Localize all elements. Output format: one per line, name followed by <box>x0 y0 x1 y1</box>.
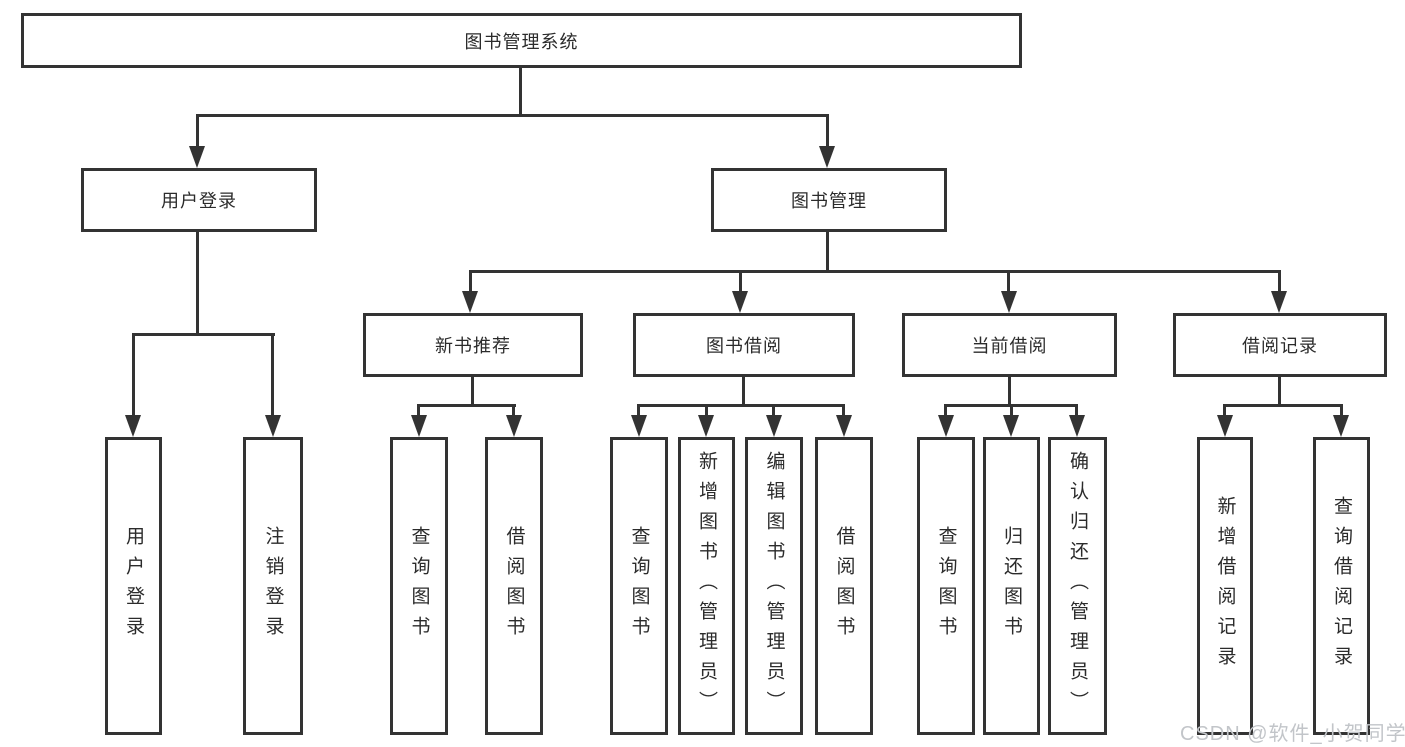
connector-line <box>417 404 420 419</box>
connector-line <box>742 377 745 407</box>
node-book-borrow-label: 图书借阅 <box>706 336 782 356</box>
leaf-cb-confirm-return-box: 确认归还（管理员） <box>1048 437 1107 735</box>
arrowhead-down-icon <box>732 291 748 313</box>
arrowhead-down-icon <box>506 415 522 437</box>
leaf-bb-edit-books-box: 编辑图书（管理员） <box>745 437 803 735</box>
arrowhead-down-icon <box>1217 415 1233 437</box>
leaf-user-login-box: 用户登录 <box>105 437 162 735</box>
leaf-rec-borrow-books-box: 借阅图书 <box>485 437 543 735</box>
node-user-login-label: 用户登录 <box>161 191 237 211</box>
leaf-bb-borrow-books-box: 借阅图书 <box>815 437 873 735</box>
arrowhead-down-icon <box>1271 291 1287 313</box>
connector-line <box>826 232 829 273</box>
node-book-management-box: 图书管理 <box>711 168 947 232</box>
leaf-cb-confirm-return-label: 确认归还（管理员） <box>1067 451 1088 721</box>
leaf-cb-return-books-label: 归还图书 <box>1001 526 1022 646</box>
connector-line <box>1278 270 1281 294</box>
arrowhead-down-icon <box>1003 415 1019 437</box>
connector-line <box>637 404 640 419</box>
connector-line <box>1010 404 1013 419</box>
leaf-br-add-record-box: 新增借阅记录 <box>1197 437 1253 735</box>
arrowhead-down-icon <box>411 415 427 437</box>
arrowhead-down-icon <box>698 415 714 437</box>
leaf-bb-borrow-books-label: 借阅图书 <box>833 526 855 646</box>
connector-line <box>705 404 708 419</box>
connector-line <box>944 404 947 419</box>
connector-rail <box>469 270 1281 273</box>
connector-rail <box>196 114 829 117</box>
node-borrow-records-label: 借阅记录 <box>1242 336 1318 356</box>
connector-line <box>842 404 845 419</box>
connector-line <box>519 68 522 117</box>
connector-rail <box>1223 404 1341 407</box>
connector-line <box>826 114 829 150</box>
node-user-login-box: 用户登录 <box>81 168 317 232</box>
connector-rail <box>417 404 516 407</box>
connector-line <box>512 404 515 419</box>
node-new-book-recommend-box: 新书推荐 <box>363 313 583 377</box>
leaf-rec-borrow-books-label: 借阅图书 <box>503 526 525 646</box>
connector-line <box>1340 404 1343 419</box>
leaf-br-add-record-label: 新增借阅记录 <box>1214 496 1236 676</box>
leaf-bb-add-books-label: 新增图书（管理员） <box>696 451 717 721</box>
connector-line <box>1007 270 1010 294</box>
node-current-borrow-box: 当前借阅 <box>902 313 1117 377</box>
leaf-cb-return-books-box: 归还图书 <box>983 437 1040 735</box>
node-root-box: 图书管理系统 <box>21 13 1022 68</box>
watermark: CSDN @软件_小贺同学 <box>1180 723 1405 745</box>
connector-line <box>1223 404 1226 419</box>
leaf-bb-query-books-box: 查询图书 <box>610 437 668 735</box>
arrowhead-down-icon <box>1333 415 1349 437</box>
arrowhead-down-icon <box>189 146 205 168</box>
connector-line <box>271 333 274 419</box>
leaf-logout-box: 注销登录 <box>243 437 303 735</box>
leaf-br-query-record-label: 查询借阅记录 <box>1331 496 1352 676</box>
connector-line <box>1278 377 1281 407</box>
connector-line <box>196 114 199 150</box>
node-new-book-recommend-label: 新书推荐 <box>435 336 511 356</box>
arrowhead-down-icon <box>265 415 281 437</box>
arrowhead-down-icon <box>766 415 782 437</box>
arrowhead-down-icon <box>819 146 835 168</box>
arrowhead-down-icon <box>125 415 141 437</box>
connector-line <box>132 333 135 419</box>
leaf-bb-add-books-box: 新增图书（管理员） <box>678 437 735 735</box>
connector-line <box>196 232 199 336</box>
connector-line <box>772 404 775 419</box>
connector-line <box>471 377 474 407</box>
connector-rail <box>132 333 275 336</box>
leaf-cb-query-books-label: 查询图书 <box>935 526 957 646</box>
connector-line <box>739 270 742 294</box>
leaf-rec-query-books-box: 查询图书 <box>390 437 448 735</box>
arrowhead-down-icon <box>938 415 954 437</box>
node-book-management-label: 图书管理 <box>791 191 867 211</box>
leaf-br-query-record-box: 查询借阅记录 <box>1313 437 1370 735</box>
connector-line <box>1008 377 1011 407</box>
node-current-borrow-label: 当前借阅 <box>971 336 1048 356</box>
connector-rail <box>637 404 845 407</box>
connector-line <box>469 270 472 294</box>
arrowhead-down-icon <box>836 415 852 437</box>
arrowhead-down-icon <box>1001 291 1017 313</box>
leaf-logout-label: 注销登录 <box>262 526 284 646</box>
leaf-user-login-label: 用户登录 <box>123 526 144 646</box>
leaf-bb-query-books-label: 查询图书 <box>628 526 650 646</box>
leaf-bb-edit-books-label: 编辑图书（管理员） <box>763 451 785 721</box>
connector-line <box>1075 404 1078 419</box>
leaf-cb-query-books-box: 查询图书 <box>917 437 975 735</box>
arrowhead-down-icon <box>1069 415 1085 437</box>
arrowhead-down-icon <box>631 415 647 437</box>
node-root-label: 图书管理系统 <box>464 31 579 52</box>
node-book-borrow-box: 图书借阅 <box>633 313 855 377</box>
leaf-rec-query-books-label: 查询图书 <box>408 526 430 646</box>
node-borrow-records-box: 借阅记录 <box>1173 313 1387 377</box>
arrowhead-down-icon <box>462 291 478 313</box>
